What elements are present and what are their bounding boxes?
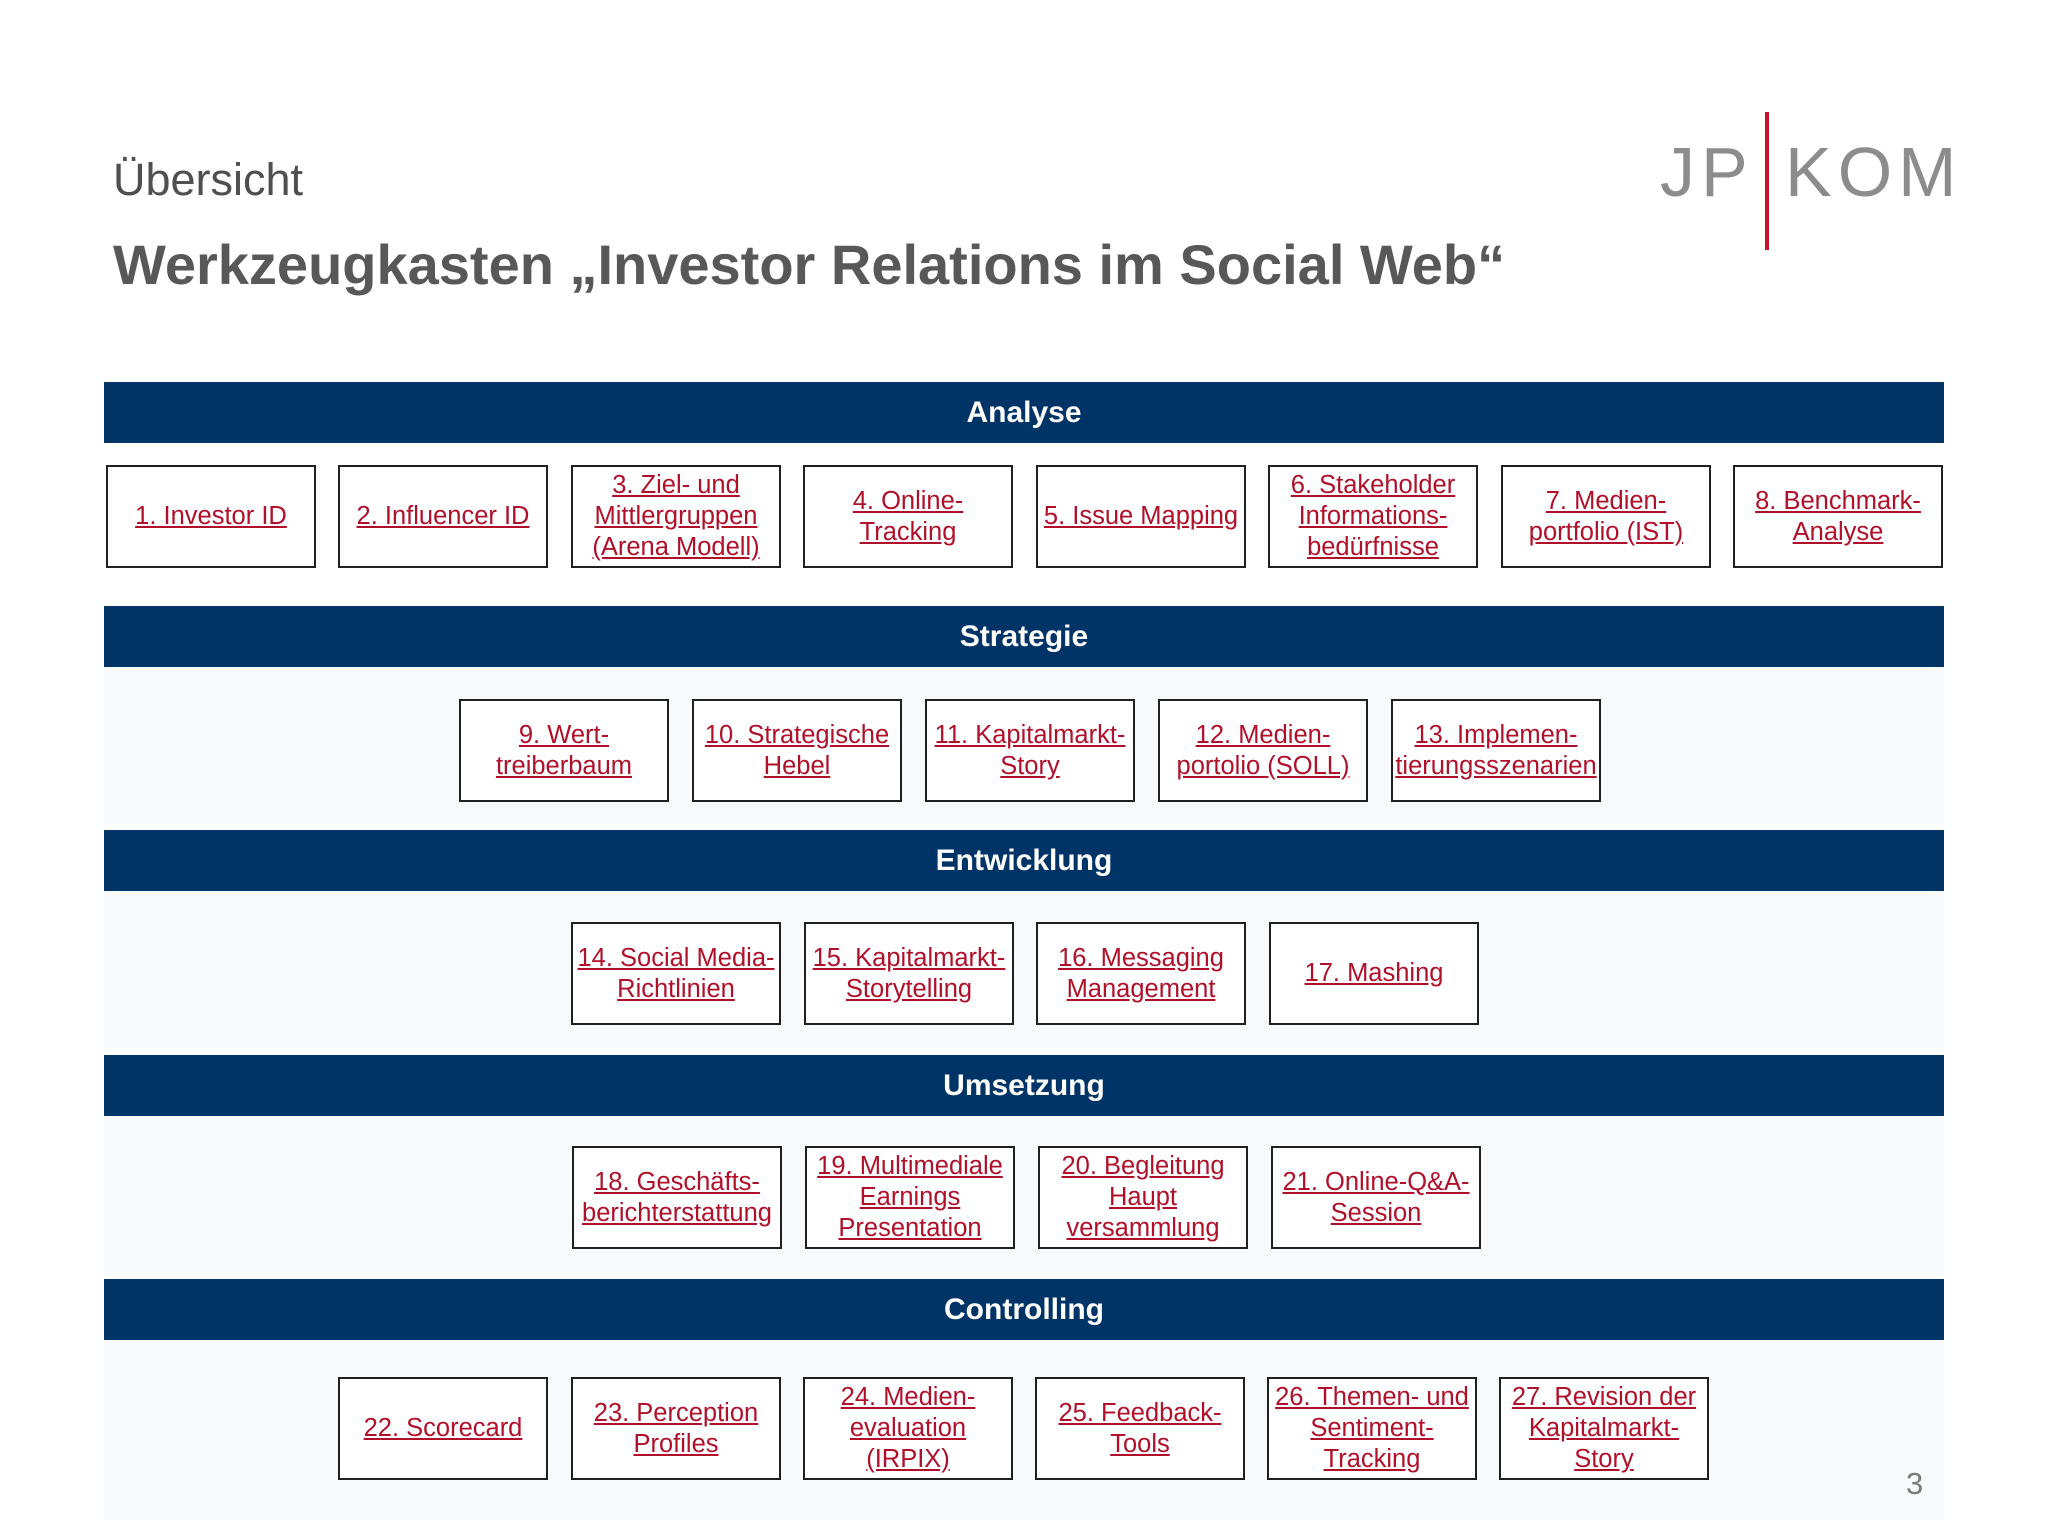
phase-band-umsetzung: Umsetzung <box>104 1055 1944 1116</box>
tool-link-5[interactable]: 5. Issue Mapping <box>1036 465 1246 568</box>
tool-label: 4. Online-Tracking <box>852 486 964 546</box>
tool-link-1[interactable]: 1. Investor ID <box>106 465 316 568</box>
tool-label: 11. Kapitalmarkt- Story <box>934 720 1126 780</box>
tool-link-2[interactable]: 2. Influencer ID <box>338 465 548 568</box>
tool-label: 14. Social Media- Richtlinien <box>577 943 775 1003</box>
tool-label: 20. Begleitung Haupt versammlung <box>1061 1152 1225 1242</box>
tool-label: 24. Medien- evaluation (IRPIX) <box>840 1383 976 1473</box>
tool-link-14[interactable]: 14. Social Media- Richtlinien <box>571 922 781 1025</box>
tool-label: 18. Geschäfts- berichterstattung <box>582 1167 772 1227</box>
slide-kicker: Übersicht <box>113 154 304 205</box>
tool-link-16[interactable]: 16. Messaging Management <box>1036 922 1246 1025</box>
phase-band-entwicklung: Entwicklung <box>104 830 1944 891</box>
tool-link-10[interactable]: 10. Strategische Hebel <box>692 699 902 802</box>
tool-label: 22. Scorecard <box>363 1414 523 1442</box>
tool-label: 25. Feedback- Tools <box>1058 1398 1222 1458</box>
tool-link-19[interactable]: 19. Multimediale Earnings Presentation <box>805 1146 1015 1249</box>
tool-label: 12. Medien- portolio (SOLL) <box>1176 720 1350 780</box>
tool-label: 13. Implemen- tierungsszenarien <box>1395 720 1597 780</box>
tool-label: 26. Themen- und Sentiment- Tracking <box>1275 1383 1469 1473</box>
tool-link-26[interactable]: 26. Themen- und Sentiment- Tracking <box>1267 1377 1477 1480</box>
tool-label: 7. Medien- portfolio (IST) <box>1528 486 1684 546</box>
row-bg-umsetzung <box>104 1115 1944 1273</box>
row-bg-entwicklung <box>104 890 1944 1048</box>
tool-link-4[interactable]: 4. Online-Tracking <box>803 465 1013 568</box>
tool-label: 1. Investor ID <box>135 502 287 530</box>
tool-link-3[interactable]: 3. Ziel- und Mittlergruppen (Arena Model… <box>571 465 781 568</box>
tool-link-6[interactable]: 6. Stakeholder Informations- bedürfnisse <box>1268 465 1478 568</box>
tool-link-9[interactable]: 9. Wert- treiberbaum <box>459 699 669 802</box>
tool-label: 2. Influencer ID <box>356 502 530 530</box>
page-number: 3 <box>1906 1466 1924 1501</box>
tool-link-21[interactable]: 21. Online-Q&A- Session <box>1271 1146 1481 1249</box>
tool-link-12[interactable]: 12. Medien- portolio (SOLL) <box>1158 699 1368 802</box>
tool-label: 21. Online-Q&A- Session <box>1282 1167 1470 1227</box>
logo-jp: JP <box>1660 133 1754 211</box>
tool-label: 17. Mashing <box>1304 959 1444 987</box>
tool-label: 23. Perception Profiles <box>593 1398 759 1458</box>
tool-link-23[interactable]: 23. Perception Profiles <box>571 1377 781 1480</box>
tool-label: 19. Multimediale Earnings Presentation <box>817 1152 1003 1242</box>
tool-link-13[interactable]: 13. Implemen- tierungsszenarien <box>1391 699 1601 802</box>
tool-link-22[interactable]: 22. Scorecard <box>338 1377 548 1480</box>
jpkom-logo: JP KOM <box>1660 108 1956 252</box>
tool-link-17[interactable]: 17. Mashing <box>1269 922 1479 1025</box>
phase-band-analyse: Analyse <box>104 382 1944 443</box>
phase-band-strategie: Strategie <box>104 606 1944 667</box>
tool-link-25[interactable]: 25. Feedback- Tools <box>1035 1377 1245 1480</box>
tool-link-7[interactable]: 7. Medien- portfolio (IST) <box>1501 465 1711 568</box>
tool-label: 5. Issue Mapping <box>1043 502 1239 530</box>
tool-link-18[interactable]: 18. Geschäfts- berichterstattung <box>572 1146 782 1249</box>
tool-link-24[interactable]: 24. Medien- evaluation (IRPIX) <box>803 1377 1013 1480</box>
tool-label: 6. Stakeholder Informations- bedürfnisse <box>1290 471 1456 561</box>
tool-label: 8. Benchmark- Analyse <box>1755 486 1921 546</box>
tool-label: 9. Wert- treiberbaum <box>495 720 633 780</box>
tool-link-11[interactable]: 11. Kapitalmarkt- Story <box>925 699 1135 802</box>
tool-label: 10. Strategische Hebel <box>704 720 890 780</box>
tool-label: 27. Revision der Kapitalmarkt- Story <box>1511 1383 1697 1473</box>
logo-kom: KOM <box>1785 133 1963 211</box>
tool-link-15[interactable]: 15. Kapitalmarkt- Storytelling <box>804 922 1014 1025</box>
phase-band-controlling: Controlling <box>104 1279 1944 1340</box>
slide-title: Werkzeugkasten „Investor Relations im So… <box>113 233 1506 296</box>
tool-link-20[interactable]: 20. Begleitung Haupt versammlung <box>1038 1146 1248 1249</box>
tool-label: 3. Ziel- und Mittlergruppen (Arena Model… <box>592 471 760 561</box>
tool-link-8[interactable]: 8. Benchmark- Analyse <box>1733 465 1943 568</box>
tool-link-27[interactable]: 27. Revision der Kapitalmarkt- Story <box>1499 1377 1709 1480</box>
tool-label: 16. Messaging Management <box>1058 943 1224 1003</box>
logo-divider-bar <box>1765 112 1769 250</box>
tool-label: 15. Kapitalmarkt- Storytelling <box>812 943 1006 1003</box>
